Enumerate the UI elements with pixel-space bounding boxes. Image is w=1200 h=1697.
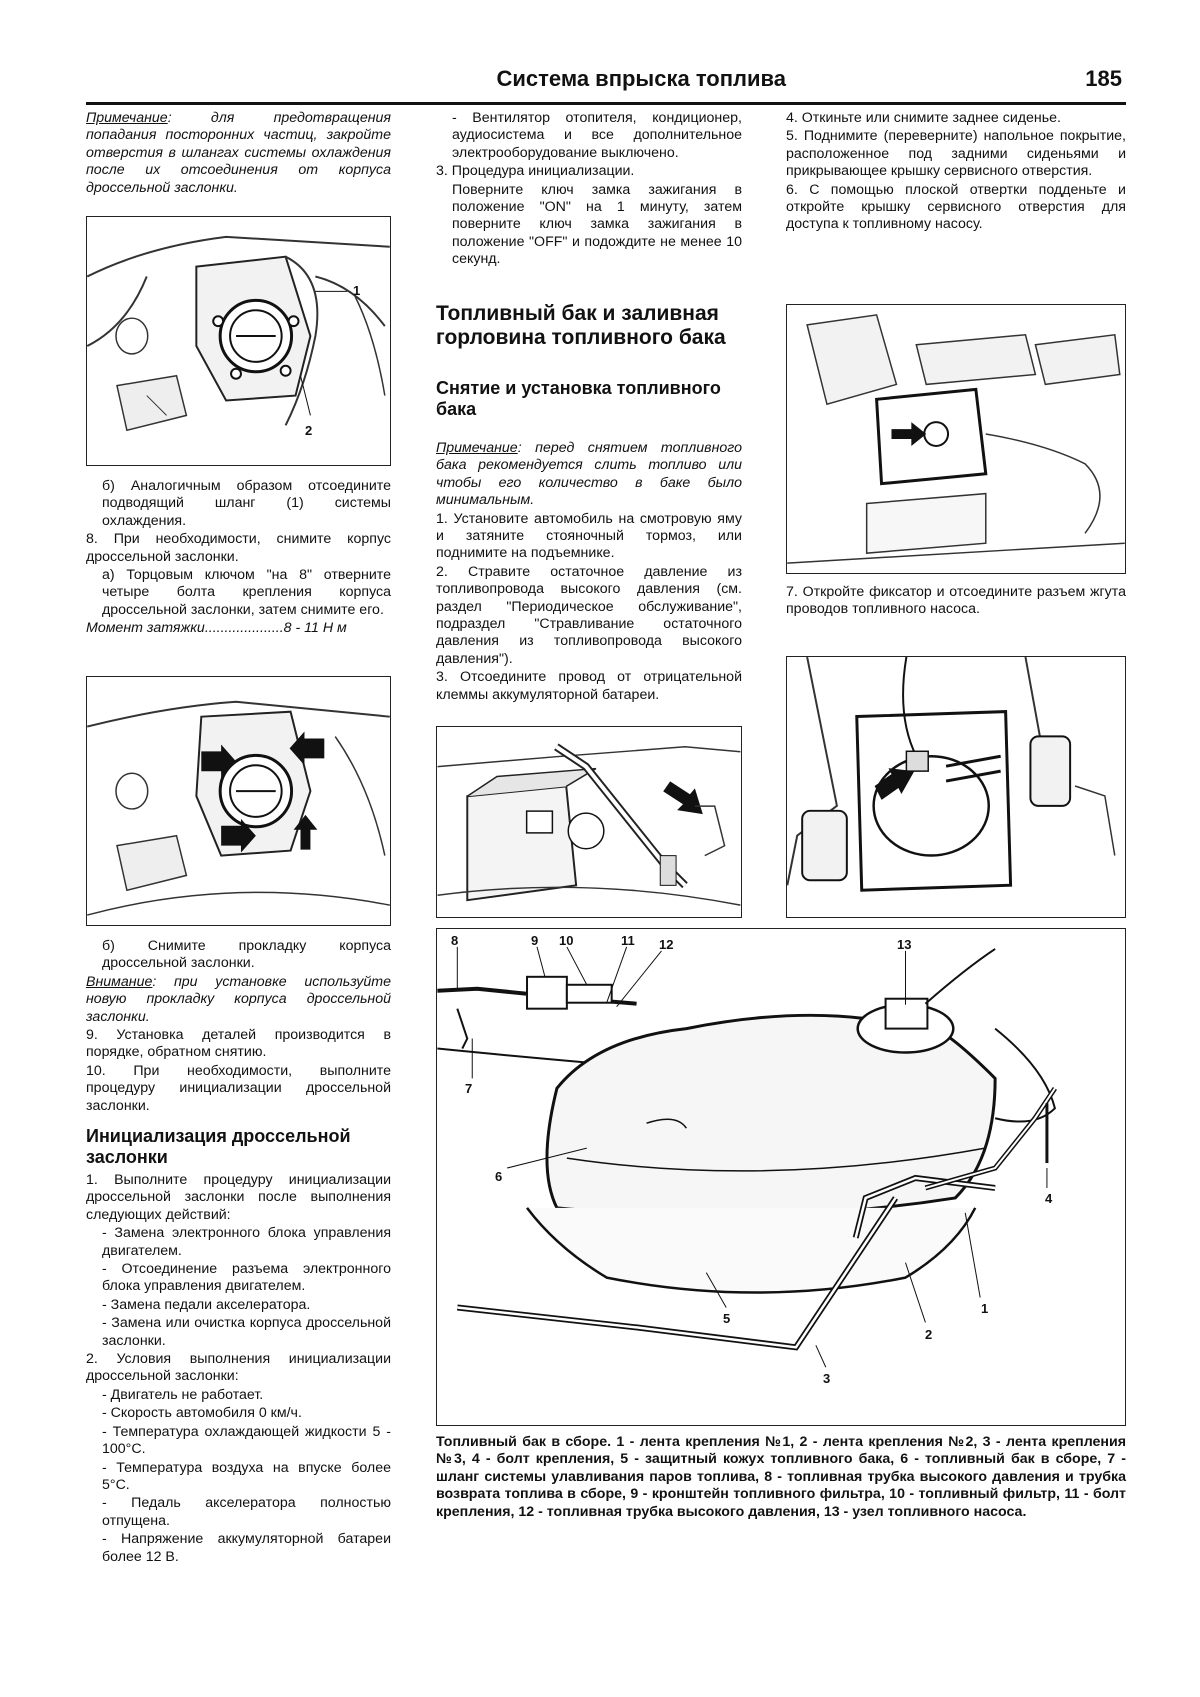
heading-throttle-init: Инициализация дроссельной заслонки — [86, 1126, 396, 1168]
figure-battery — [436, 726, 742, 918]
warning-gasket: Внимание: при установке используйте нову… — [86, 974, 391, 1026]
cond-item-4: - Температура воздуха на впуске более 5°… — [102, 1459, 391, 1493]
step-6b: б) Аналогичным образом отсоедините подво… — [102, 478, 391, 529]
pump-connector-drawing — [787, 657, 1125, 917]
init-step-2: 2. Условия выполнения инициализации дрос… — [86, 1351, 391, 1385]
cond-item-3: - Температура охлаждающей жидкости 5 - 1… — [102, 1423, 391, 1458]
note-label: Примечание — [86, 110, 168, 126]
callout-4: 4 — [1045, 1191, 1053, 1206]
warning-label: Внимание — [86, 973, 153, 990]
callout-2: 2 — [305, 423, 313, 438]
col1-init-steps: 1. Выполните процедуру инициализации дро… — [86, 1172, 391, 1567]
step-8: 8. При необходимости, снимите корпус дро… — [86, 531, 391, 565]
col2-top: - Вентилятор отопителя, кондиционер, ауд… — [436, 110, 742, 270]
torque-value: 8 - 11 Н м — [283, 620, 347, 637]
callout-5: 5 — [723, 1311, 731, 1326]
step-9: 9. Установка деталей производится в поря… — [86, 1027, 391, 1061]
init-item-1: - Замена электронного блока управления д… — [102, 1225, 391, 1259]
callout-8: 8 — [451, 933, 459, 948]
figure-throttle-bolts — [86, 676, 391, 926]
callout-12: 12 — [659, 937, 674, 952]
col3-top: 4. Откиньте или снимите заднее сиденье. … — [786, 110, 1126, 235]
step-8b: б) Снимите прокладку корпуса дроссельной… — [102, 938, 391, 972]
col1-steps-a: б) Аналогичным образом отсоедините подво… — [86, 478, 391, 639]
callout-11: 11 — [621, 933, 635, 948]
battery-drawing — [437, 727, 741, 917]
cond-item-1: - Двигатель не работает. — [102, 1386, 264, 1403]
section-title: Система впрыска топлива — [496, 66, 786, 91]
callout-3: 3 — [823, 1371, 831, 1386]
callout-13: 13 — [897, 937, 912, 952]
callout-1: 1 — [981, 1301, 989, 1316]
note-text: : для предотвращения попадания посторонн… — [86, 110, 391, 196]
init-item-2: - Отсоединение разъема электронного блок… — [102, 1261, 391, 1295]
page-number: 185 — [1085, 66, 1122, 91]
note-drain-label: Примечание — [436, 440, 518, 456]
heading-init-text: Инициализация дроссельной заслонки — [86, 1126, 351, 1167]
figure-pump-connector — [786, 656, 1126, 918]
note-drain: Примечание: перед снятием топливного бак… — [436, 440, 742, 510]
callout-2: 2 — [925, 1327, 933, 1342]
page-header: Система впрыска топлива 185 — [86, 64, 1126, 105]
col2-steps: Примечание: перед снятием топливного бак… — [436, 440, 742, 705]
step-3-init: 3. Процедура инициализации. — [436, 163, 635, 180]
step-8a: а) Торцовым ключом "на 8" отверните четы… — [102, 567, 391, 618]
heading-fuel-tank: Топливный бак и заливная горловина топли… — [436, 302, 742, 350]
step-6-hatch: 6. С помощью плоской отвертки подденьте … — [786, 181, 1126, 233]
figure-fuel-tank-assembly: 8 9 10 11 12 13 7 6 5 3 2 1 4 — [436, 928, 1126, 1426]
torque-spec: Момент затяжки....................8 - 11… — [86, 620, 391, 637]
callout-10: 10 — [559, 933, 574, 948]
step-1-lift: 1. Установите автомобиль на смотровую ям… — [436, 510, 742, 562]
heading-remove-install-text: Снятие и установка топливного бака — [436, 378, 721, 419]
init-step-1: 1. Выполните процедуру инициализации дро… — [86, 1172, 391, 1223]
torque-label: Момент затяжки — [86, 620, 205, 637]
fuel-tank-assembly-drawing — [437, 929, 1125, 1425]
cond-item-6: - Напряжение аккумуляторной батареи боле… — [102, 1531, 391, 1565]
service-hatch-drawing — [787, 305, 1125, 573]
note-contaminants: Примечание: для предотвращения попадания… — [86, 110, 391, 197]
step-2-pressure: 2. Стравите остаточное давление из топли… — [436, 563, 742, 667]
callout-9: 9 — [531, 933, 539, 948]
callout-7: 7 — [465, 1081, 473, 1096]
step-3-text: Поверните ключ замка зажигания в положен… — [452, 181, 742, 268]
figure-service-hatch — [786, 304, 1126, 574]
init-item-4: - Замена или очистка корпуса дроссельной… — [102, 1315, 391, 1349]
figure-caption: Топливный бак в сборе. 1 - лента креплен… — [436, 1434, 1126, 1520]
step-7-connector: 7. Откройте фиксатор и отсоедините разъе… — [786, 584, 1126, 618]
figure-throttle-hoses: 1 2 — [86, 216, 391, 466]
note-drain-text: : перед снятием топливного бака рекоменд… — [436, 440, 742, 509]
throttle-hoses-drawing — [87, 217, 390, 465]
step-10: 10. При необходимости, выполните процеду… — [86, 1062, 391, 1114]
init-item-3: - Замена педали акселератора. — [102, 1296, 311, 1313]
cond-item-5: - Педаль акселератора полностью отпущена… — [102, 1495, 391, 1529]
col1-steps-b: б) Снимите прокладку корпуса дроссельной… — [86, 938, 391, 1116]
col3-step7: 7. Откройте фиксатор и отсоедините разъе… — [786, 584, 1126, 620]
callout-1: 1 — [353, 283, 361, 298]
throttle-bolts-drawing — [87, 677, 390, 925]
callout-6: 6 — [495, 1169, 503, 1184]
torque-dots: .................... — [204, 620, 284, 637]
step-4-seat: 4. Откиньте или снимите заднее сиденье. — [786, 110, 1061, 126]
warning-text: : при установке используйте новую прокла… — [86, 973, 391, 1025]
heading-fuel-tank-text: Топливный бак и заливная горловина топли… — [436, 302, 726, 349]
cond-item-2: - Скорость автомобиля 0 км/ч. — [102, 1405, 302, 1422]
step-5-cover: 5. Поднимите (переверните) напольное пок… — [786, 128, 1126, 180]
heading-remove-install: Снятие и установка топливного бака — [436, 378, 742, 420]
step-3-battery: 3. Отсоедините провод от отрицательной к… — [436, 669, 742, 703]
item-fan: - Вентилятор отопителя, кондиционер, ауд… — [452, 110, 742, 161]
